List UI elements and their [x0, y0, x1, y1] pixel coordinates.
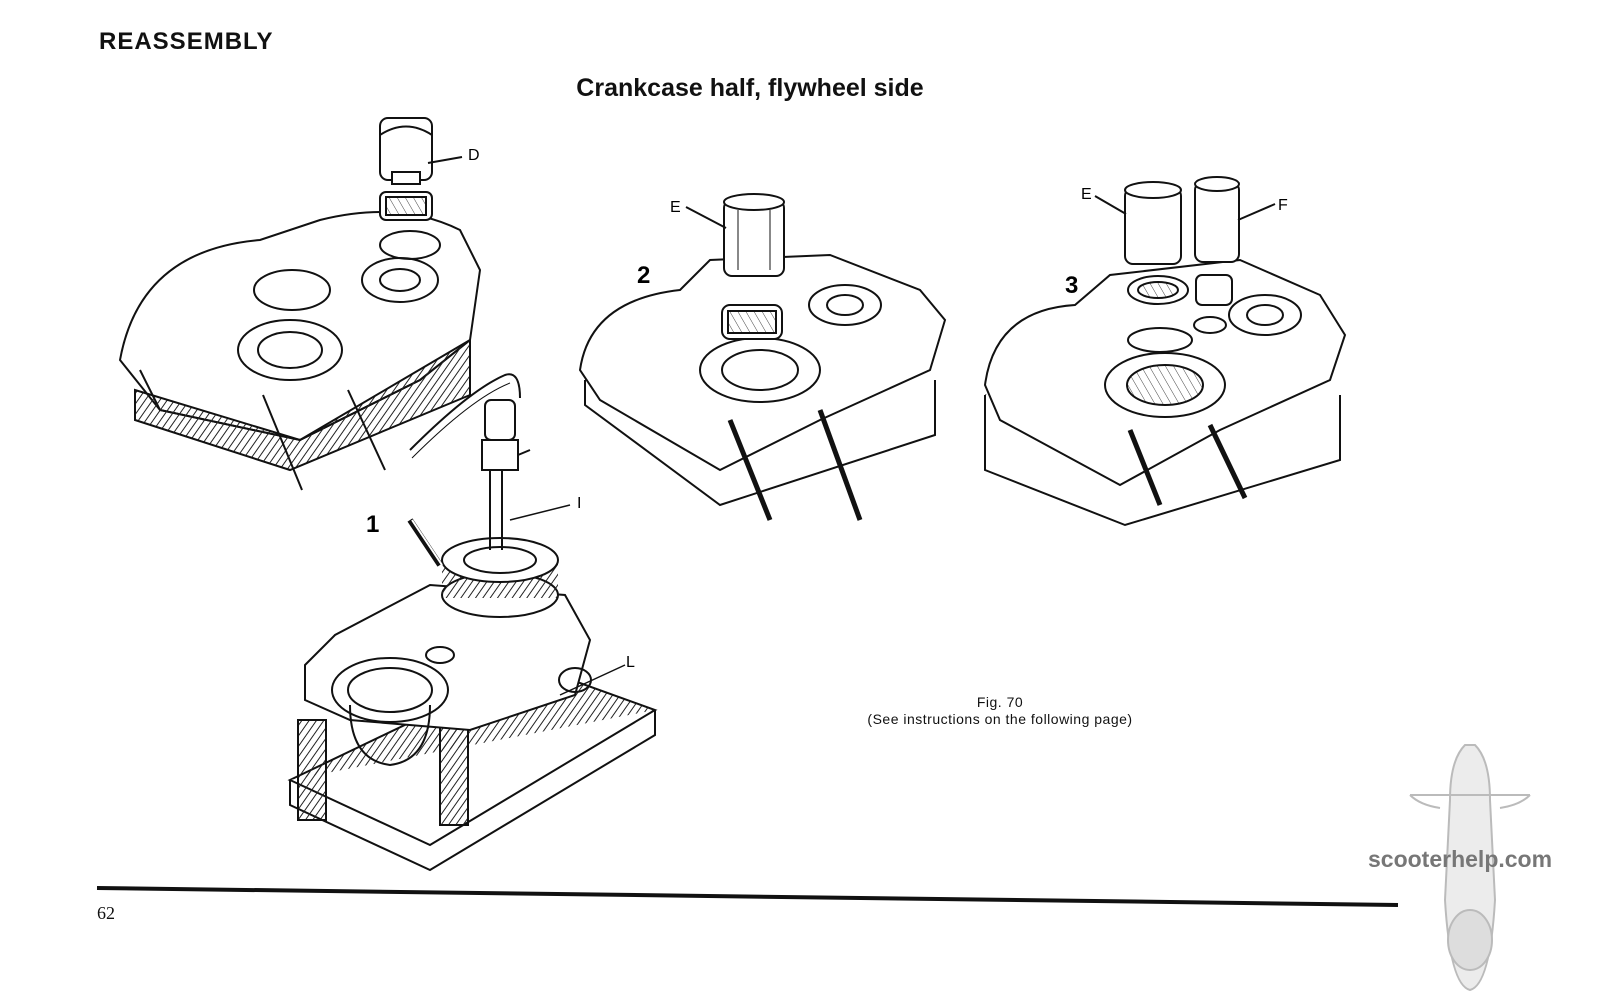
- callout-d: D: [468, 147, 480, 164]
- page-rule: [96, 886, 1399, 907]
- crankcase-illustration-step-2: [578, 193, 947, 521]
- callout-l: L: [626, 654, 635, 671]
- figure-caption: Fig. 70: [976, 694, 1024, 710]
- figure-caption-note: (See instructions on the following page): [867, 711, 1133, 727]
- callout-i: I: [577, 495, 581, 512]
- watermark-text: scooterhelp.com: [1368, 846, 1553, 872]
- scooter-watermark-graphic: [1409, 744, 1531, 992]
- crankcase-illustration-step-3: [983, 176, 1347, 527]
- callout-f: F: [1278, 197, 1288, 214]
- figure-title: Crankcase half, flywheel side: [576, 74, 924, 102]
- page-number: 62: [97, 903, 115, 923]
- crankcase-illustration-top-left: [118, 117, 482, 491]
- step-number-3: 3: [1065, 272, 1078, 299]
- section-heading: REASSEMBLY: [99, 28, 274, 55]
- step-number-1: 1: [366, 511, 379, 538]
- callout-e-step-3: E: [1081, 186, 1092, 203]
- callout-e-step-2: E: [670, 199, 681, 216]
- step-number-2: 2: [637, 262, 650, 289]
- press-fixture-illustration: [287, 399, 658, 872]
- air-hose: [409, 373, 521, 451]
